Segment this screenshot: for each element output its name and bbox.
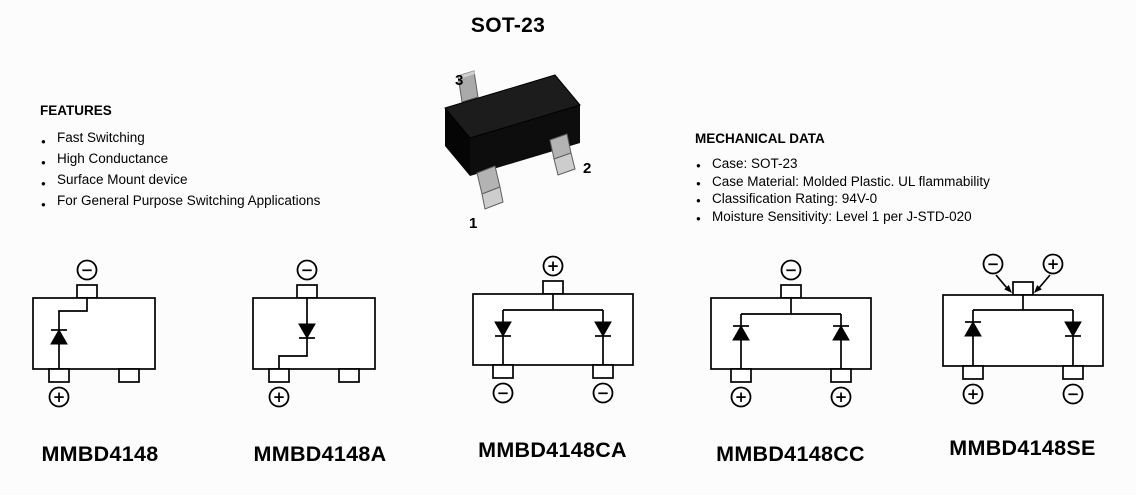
terminal-top: − (780, 259, 801, 281)
terminal-bottom-left: + (268, 386, 290, 408)
terminal-top: − (76, 259, 98, 281)
diode-symbol (50, 328, 68, 345)
pin-label-2: 2 (583, 160, 591, 177)
arrow-left (994, 274, 1012, 293)
mechanical-data-section: MECHANICAL DATA Case: SOT-23 Case Materi… (695, 131, 1125, 227)
terminal-symbol: − (596, 384, 609, 402)
device-diagram-mmbd4148: − + MMBD4148 (10, 256, 190, 467)
feature-item: For General Purpose Switching Applicatio… (40, 190, 420, 215)
terminal-symbol: + (966, 385, 979, 403)
terminal-symbol: − (986, 255, 999, 273)
terminal-bottom-left: + (730, 386, 751, 408)
pin1-lead (476, 165, 504, 210)
terminal-symbol: − (301, 261, 314, 279)
mechanical-data-list: Case: SOT-23 Case Material: Molded Plast… (695, 155, 1125, 227)
terminal-bottom-left: + (48, 386, 70, 408)
mechanical-data-heading: MECHANICAL DATA (695, 131, 825, 146)
mechanical-item: Moisture Sensitivity: Level 1 per J-STD-… (695, 208, 1125, 227)
device-diagram-mmbd4148ca: + − − (445, 252, 660, 463)
terminal-symbol: + (734, 388, 747, 406)
features-list: Fast Switching High Conductance Surface … (40, 127, 420, 215)
terminal-symbol: + (546, 257, 559, 275)
sot23-package-photo: 3 2 1 (444, 70, 591, 232)
mechanical-item: Classification Rating: 94V-0 (695, 190, 1125, 209)
terminal-symbol: − (496, 384, 509, 402)
arrow-right (1033, 274, 1051, 293)
terminal-symbol: + (1046, 255, 1059, 273)
device-diagram-mmbd4148se: − + (915, 250, 1130, 461)
device-name: MMBD4148SE (949, 436, 1096, 460)
device-diagram-mmbd4148cc: − + + (688, 256, 893, 467)
mmbd4148a-schematic: − + (252, 259, 376, 408)
package-body (444, 74, 581, 176)
device-diagram-mmbd4148a: − + MMBD4148A (230, 256, 410, 467)
diode-symbol-left (731, 324, 750, 341)
terminal-symbol: + (834, 388, 847, 406)
terminal-symbol: − (81, 261, 94, 279)
mechanical-item: Case: SOT-23 (695, 155, 1125, 174)
pin-label-1: 1 (469, 215, 477, 232)
terminal-symbol: + (53, 388, 66, 406)
terminal-bottom-right: − (592, 382, 613, 404)
terminal-bottom-right: − (1062, 383, 1083, 405)
terminal-bottom-right: + (830, 386, 851, 408)
device-name: MMBD4148A (253, 442, 387, 466)
diode-symbol-left (493, 321, 512, 338)
mmbd4148ca-schematic: + − − (471, 255, 634, 404)
terminal-symbol: + (273, 388, 286, 406)
device-name: MMBD4148CA (478, 438, 627, 462)
pin3-lead (457, 70, 479, 103)
mmbd4148cc-schematic: − + + (709, 259, 872, 408)
diode-symbol-right (1063, 321, 1082, 338)
terminal-top-left: − (982, 253, 1003, 275)
feature-item: Surface Mount device (40, 169, 420, 194)
diode-symbol (298, 323, 316, 340)
device-name: MMBD4148CC (716, 442, 865, 466)
terminal-top: + (542, 255, 563, 277)
terminal-symbol: − (784, 261, 797, 279)
mmbd4148se-schematic: − + (941, 253, 1104, 405)
terminal-symbol: − (1066, 385, 1079, 403)
terminal-bottom-left: − (492, 382, 513, 404)
feature-item: Fast Switching (40, 127, 420, 152)
pin-label-3: 3 (455, 72, 463, 89)
features-section: FEATURES Fast Switching High Conductance… (40, 103, 420, 215)
page-title: SOT-23 (470, 14, 546, 37)
diode-symbol-right (593, 321, 612, 338)
feature-item: High Conductance (40, 148, 420, 173)
terminal-bottom-left: + (962, 383, 983, 405)
diode-symbol-left (963, 320, 982, 337)
diode-symbol-right (831, 324, 850, 341)
terminal-top: − (296, 259, 318, 281)
pin2-lead (549, 133, 576, 176)
terminal-top-right: + (1042, 253, 1063, 275)
device-name: MMBD4148 (41, 442, 159, 466)
mmbd4148-schematic: − + (32, 259, 156, 408)
features-heading: FEATURES (40, 103, 112, 118)
mechanical-item: Case Material: Molded Plastic. UL flamma… (695, 173, 1125, 192)
